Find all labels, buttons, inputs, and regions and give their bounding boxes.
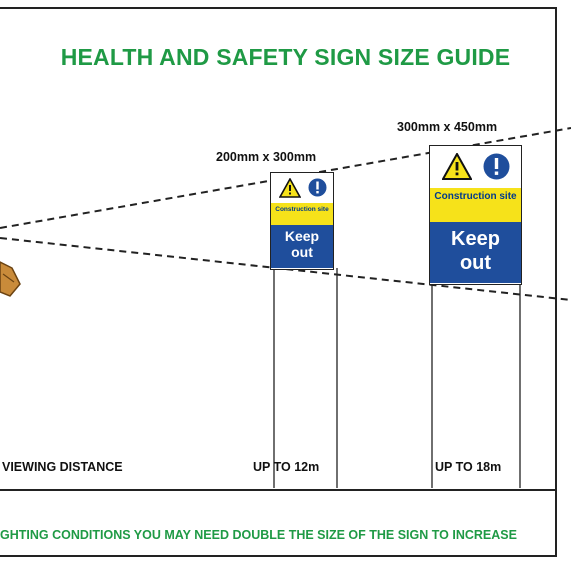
sign-large-warning: Construction site [430, 188, 521, 222]
distance-label-large: UP TO 18m [435, 460, 502, 474]
mandatory-info-icon [483, 153, 510, 180]
viewing-distance-label: VIEWING DISTANCE [2, 460, 123, 474]
sign-small: Construction site Keep out [270, 172, 334, 270]
sign-large-message: Keep out [430, 222, 521, 283]
footer-note: GHTING CONDITIONS YOU MAY NEED DOUBLE TH… [0, 528, 517, 542]
page-title: HEALTH AND SAFETY SIGN SIZE GUIDE [60, 44, 511, 70]
size-label-large: 300mm x 450mm [397, 120, 498, 134]
sign-small-symbols [271, 173, 333, 203]
sign-large: Construction site Keep out [429, 145, 522, 285]
sign-large-symbols [430, 146, 521, 188]
eye-icon [0, 261, 21, 297]
size-label-small: 200mm x 300mm [216, 150, 317, 164]
outer-frame [0, 7, 557, 557]
mandatory-info-icon [308, 178, 327, 197]
warning-triangle-icon [279, 178, 301, 198]
warning-triangle-icon [442, 153, 472, 180]
sign-small-warning: Construction site [271, 203, 333, 225]
sign-small-message: Keep out [271, 225, 333, 268]
distance-label-small: UP TO 12m [253, 460, 320, 474]
